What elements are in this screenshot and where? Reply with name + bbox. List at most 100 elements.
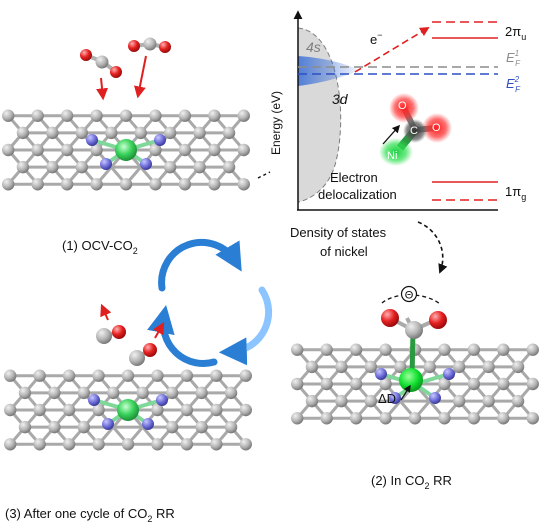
carbon-atom bbox=[136, 386, 149, 400]
stage2-charge: Θ bbox=[405, 290, 414, 302]
carbon-atom bbox=[62, 403, 76, 417]
carbon-atom bbox=[149, 109, 162, 122]
carbon-atom bbox=[180, 438, 194, 451]
carbon-atom bbox=[180, 369, 194, 382]
stage1-sheet bbox=[2, 109, 250, 191]
carbon-atom bbox=[239, 369, 252, 382]
carbon-atom bbox=[208, 109, 221, 122]
carbon-atom bbox=[222, 126, 236, 140]
carbon-atom bbox=[4, 438, 17, 451]
carbon-atom bbox=[195, 420, 208, 434]
carbon-atom bbox=[77, 420, 91, 434]
carbon-atom bbox=[134, 126, 147, 140]
stage3-co-molecule-b bbox=[129, 343, 157, 366]
nitrogen-atom bbox=[100, 158, 112, 170]
carbon-atom bbox=[90, 143, 103, 157]
carbon-atom bbox=[31, 178, 44, 191]
nitrogen-atom bbox=[88, 394, 100, 406]
carbon-atom bbox=[210, 438, 223, 451]
carbon-atom bbox=[237, 178, 250, 191]
carbon-atom bbox=[291, 343, 304, 356]
stage1-structure bbox=[2, 37, 250, 191]
carbon-atom bbox=[452, 394, 466, 408]
carbon-atom bbox=[305, 394, 319, 408]
carbon-atom bbox=[193, 160, 206, 174]
carbon-atom bbox=[46, 126, 59, 140]
carbon-atom bbox=[119, 109, 133, 122]
level-2pi-label: 2πu bbox=[505, 24, 526, 42]
carbon-atom bbox=[18, 386, 32, 400]
carbon-atom bbox=[4, 403, 17, 417]
carbon-atom bbox=[379, 343, 392, 356]
nitrogen-atom bbox=[429, 392, 441, 404]
carbon-atom bbox=[237, 143, 250, 157]
carbon-atom bbox=[482, 394, 495, 408]
carbon-atom bbox=[151, 369, 164, 382]
carbon-atom bbox=[107, 386, 120, 400]
carbon-atom bbox=[526, 412, 539, 425]
stage3-arrow-a bbox=[100, 303, 112, 321]
carbon-atom bbox=[497, 412, 510, 425]
carbon-atom bbox=[121, 438, 135, 451]
carbon-atom bbox=[31, 143, 44, 157]
carbon-atom bbox=[121, 369, 135, 382]
x-axis-label-1: Density of states bbox=[290, 225, 387, 240]
stage3-sheet bbox=[4, 369, 252, 451]
inset-atom-o2: O bbox=[432, 122, 441, 134]
stage1-arrow-a bbox=[96, 77, 109, 101]
carbon-atom bbox=[163, 160, 177, 174]
inset-arrow bbox=[382, 124, 401, 145]
carbon-atom bbox=[379, 412, 392, 425]
inset-atom-c: C bbox=[410, 125, 418, 137]
carbon-atom bbox=[511, 360, 525, 374]
carbon-atom bbox=[526, 377, 539, 391]
carbon-atom bbox=[90, 109, 103, 122]
carbon-atom bbox=[92, 403, 105, 417]
carbon-atom bbox=[105, 126, 118, 140]
orbital-4s-label: 4s bbox=[306, 39, 321, 55]
delocalization-label-2: delocalization bbox=[318, 187, 397, 202]
electron-label: e− bbox=[370, 30, 383, 47]
carbon-atom bbox=[335, 360, 348, 374]
carbon-atom bbox=[320, 343, 333, 356]
nitrogen-atom bbox=[142, 418, 154, 430]
carbon-atom bbox=[33, 403, 46, 417]
orbital-3d-label: 3d bbox=[332, 91, 349, 107]
carbon-atom bbox=[394, 360, 407, 374]
x-axis-label-2: of nickel bbox=[320, 244, 368, 259]
carbon-atom bbox=[75, 160, 89, 174]
carbon-atom bbox=[180, 403, 194, 417]
carbon-atom bbox=[151, 438, 164, 451]
nitrogen-atom bbox=[86, 134, 98, 146]
carbon-atom bbox=[119, 178, 133, 191]
carbon-atom bbox=[438, 377, 451, 391]
carbon-atom bbox=[60, 178, 74, 191]
carbon-atom bbox=[497, 377, 510, 391]
carbon-atom bbox=[224, 386, 238, 400]
carbon-atom bbox=[62, 438, 76, 451]
carbon-atom bbox=[482, 360, 495, 374]
carbon-atom bbox=[239, 403, 252, 417]
carbon-atom bbox=[305, 360, 319, 374]
carbon-atom bbox=[239, 438, 252, 451]
carbon-atom bbox=[62, 369, 76, 382]
nitrogen-atom bbox=[375, 368, 387, 380]
nitrogen-atom bbox=[156, 394, 168, 406]
stage2-ni-atom bbox=[399, 368, 423, 392]
dos-3d-lobe bbox=[298, 56, 360, 86]
carbon-atom bbox=[511, 394, 525, 408]
carbon-atom bbox=[497, 343, 510, 356]
carbon-atom bbox=[467, 412, 481, 425]
carbon-atom bbox=[210, 369, 223, 382]
carbon-atom bbox=[291, 377, 304, 391]
nitrogen-atom bbox=[154, 134, 166, 146]
carbon-atom bbox=[195, 386, 208, 400]
carbon-atom bbox=[408, 412, 422, 425]
carbon-atom bbox=[237, 109, 250, 122]
inset-atom-ni: Ni bbox=[387, 150, 397, 162]
carbon-atom bbox=[208, 143, 221, 157]
carbon-atom bbox=[379, 377, 392, 391]
carbon-atom bbox=[467, 377, 481, 391]
